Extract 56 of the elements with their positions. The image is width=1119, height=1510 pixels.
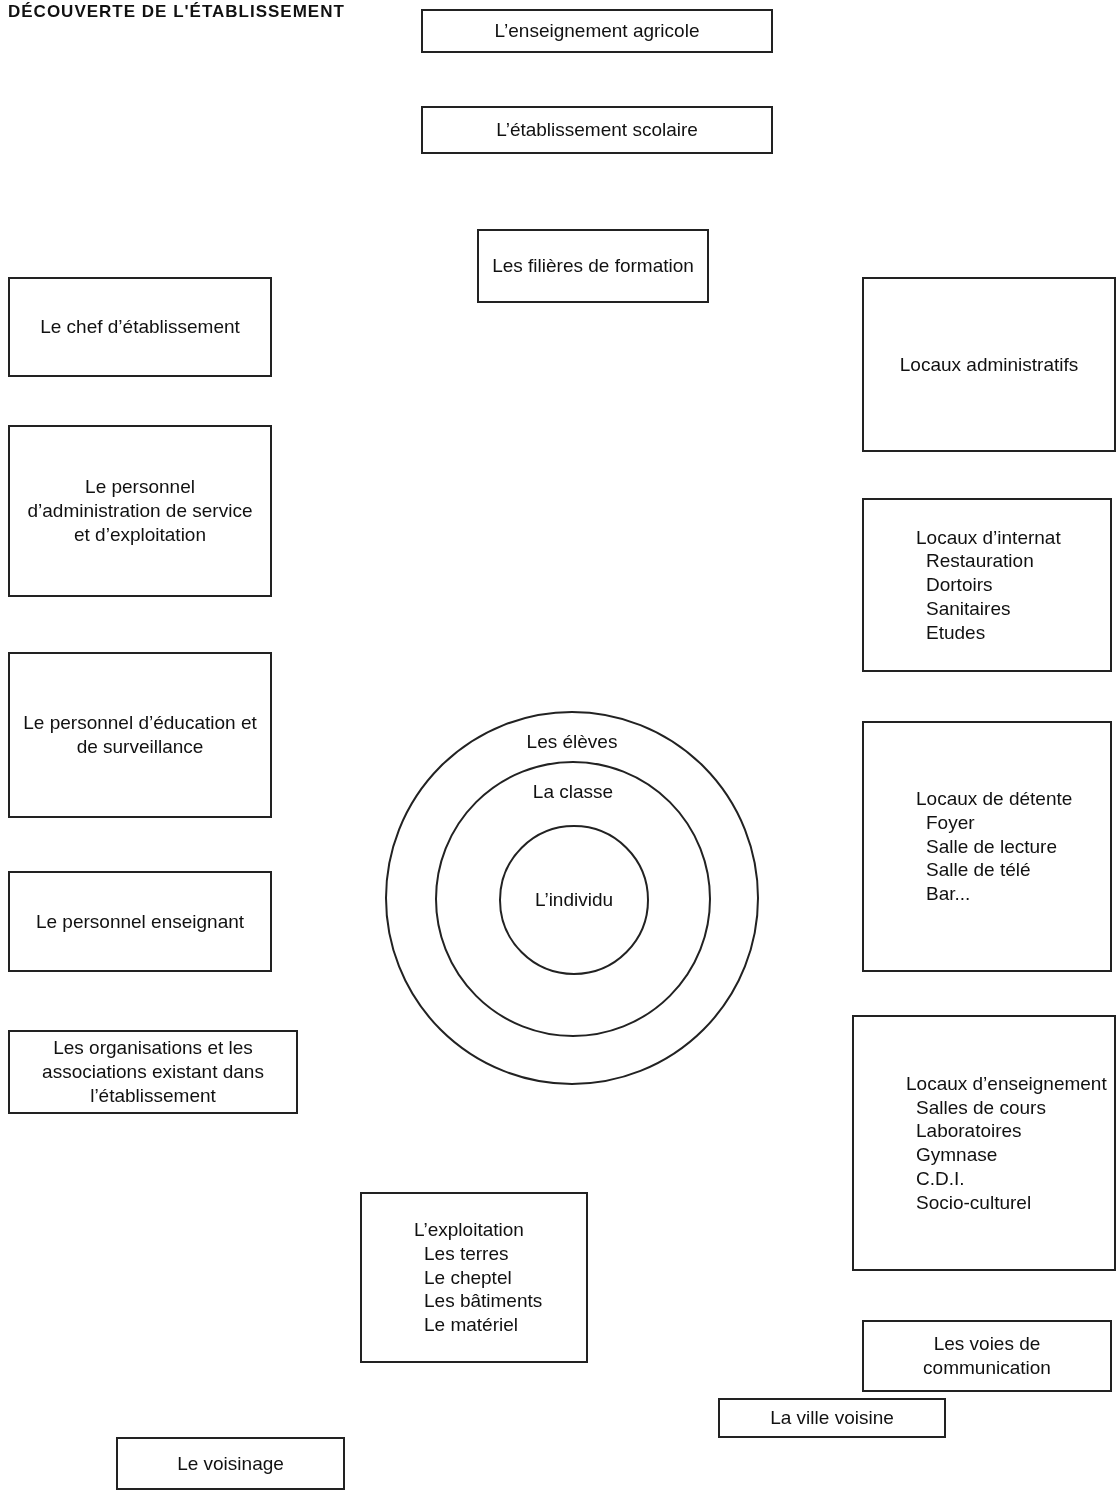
- list-item: Laboratoires: [915, 1119, 1022, 1143]
- node-label: L’exploitation: [414, 1218, 524, 1242]
- label-box: [8, 277, 272, 377]
- label-box: [421, 9, 773, 53]
- label-box: [852, 1015, 1116, 1271]
- label-box: [116, 1437, 345, 1490]
- ring-circle: [499, 825, 649, 975]
- node-label: L’établissement scolaire: [496, 118, 698, 142]
- node-label: La ville voisine: [770, 1406, 894, 1430]
- label-box: [8, 871, 272, 972]
- list-item: Bar...: [925, 882, 971, 906]
- list-item: Salle de lecture: [925, 834, 1057, 859]
- node-label: L’individu: [534, 889, 614, 911]
- label-box: [8, 1030, 298, 1114]
- node-label: Le voisinage: [177, 1451, 284, 1476]
- list-item: Socio-culturel: [915, 1190, 1032, 1215]
- node-label: Locaux d’internat: [916, 525, 1061, 550]
- node-label: Les élèves: [526, 731, 618, 753]
- label-box: [862, 1320, 1112, 1392]
- label-box: [862, 498, 1112, 672]
- ring-circle: [435, 761, 711, 1037]
- node-label: Les organisations et les associations existant dans l’établissement: [41, 1036, 265, 1108]
- label-box: [862, 721, 1112, 972]
- list-item: Le cheptel: [423, 1265, 512, 1290]
- label-box: [862, 277, 1116, 452]
- label-box: [718, 1398, 946, 1438]
- list-item: Foyer: [925, 810, 975, 835]
- list-item: Les terres: [423, 1241, 509, 1266]
- node-label: Le personnel enseignant: [35, 909, 245, 934]
- node-label: Le personnel d’administration de service et d’exploitation: [26, 475, 254, 547]
- node-label: Les filières de formation: [492, 254, 694, 278]
- node-label: Les voies de communication: [922, 1332, 1052, 1380]
- node-label: Le chef d’établissement: [40, 315, 240, 339]
- node-label: La classe: [532, 781, 614, 803]
- ring-circle: [385, 711, 759, 1085]
- list-item: Le matériel: [423, 1313, 518, 1337]
- node-label: Locaux de détente: [916, 787, 1073, 811]
- label-box: [421, 106, 773, 154]
- list-item: Etudes: [925, 620, 986, 645]
- label-box: [8, 425, 272, 597]
- node-label: L’enseignement agricole: [494, 19, 700, 43]
- node-label: Locaux d’enseignement: [906, 1071, 1107, 1096]
- list-item: Salles de cours: [915, 1095, 1046, 1120]
- list-item: Salle de télé: [925, 858, 1031, 883]
- label-box: [477, 229, 709, 303]
- page-title: DÉCOUVERTE DE L'ÉTABLISSEMENT: [8, 2, 345, 22]
- label-box: [360, 1192, 588, 1363]
- list-item: Sanitaires: [925, 596, 1011, 621]
- label-box: [8, 652, 272, 818]
- list-item: C.D.I.: [915, 1166, 965, 1191]
- list-item: Dortoirs: [925, 573, 993, 597]
- node-label: Le personnel d’éducation et de surveillance: [22, 711, 258, 759]
- list-item: Les bâtiments: [423, 1289, 543, 1314]
- list-item: Gymnase: [915, 1143, 998, 1167]
- list-item: Restauration: [925, 549, 1034, 574]
- node-label: Locaux administratifs: [899, 352, 1079, 377]
